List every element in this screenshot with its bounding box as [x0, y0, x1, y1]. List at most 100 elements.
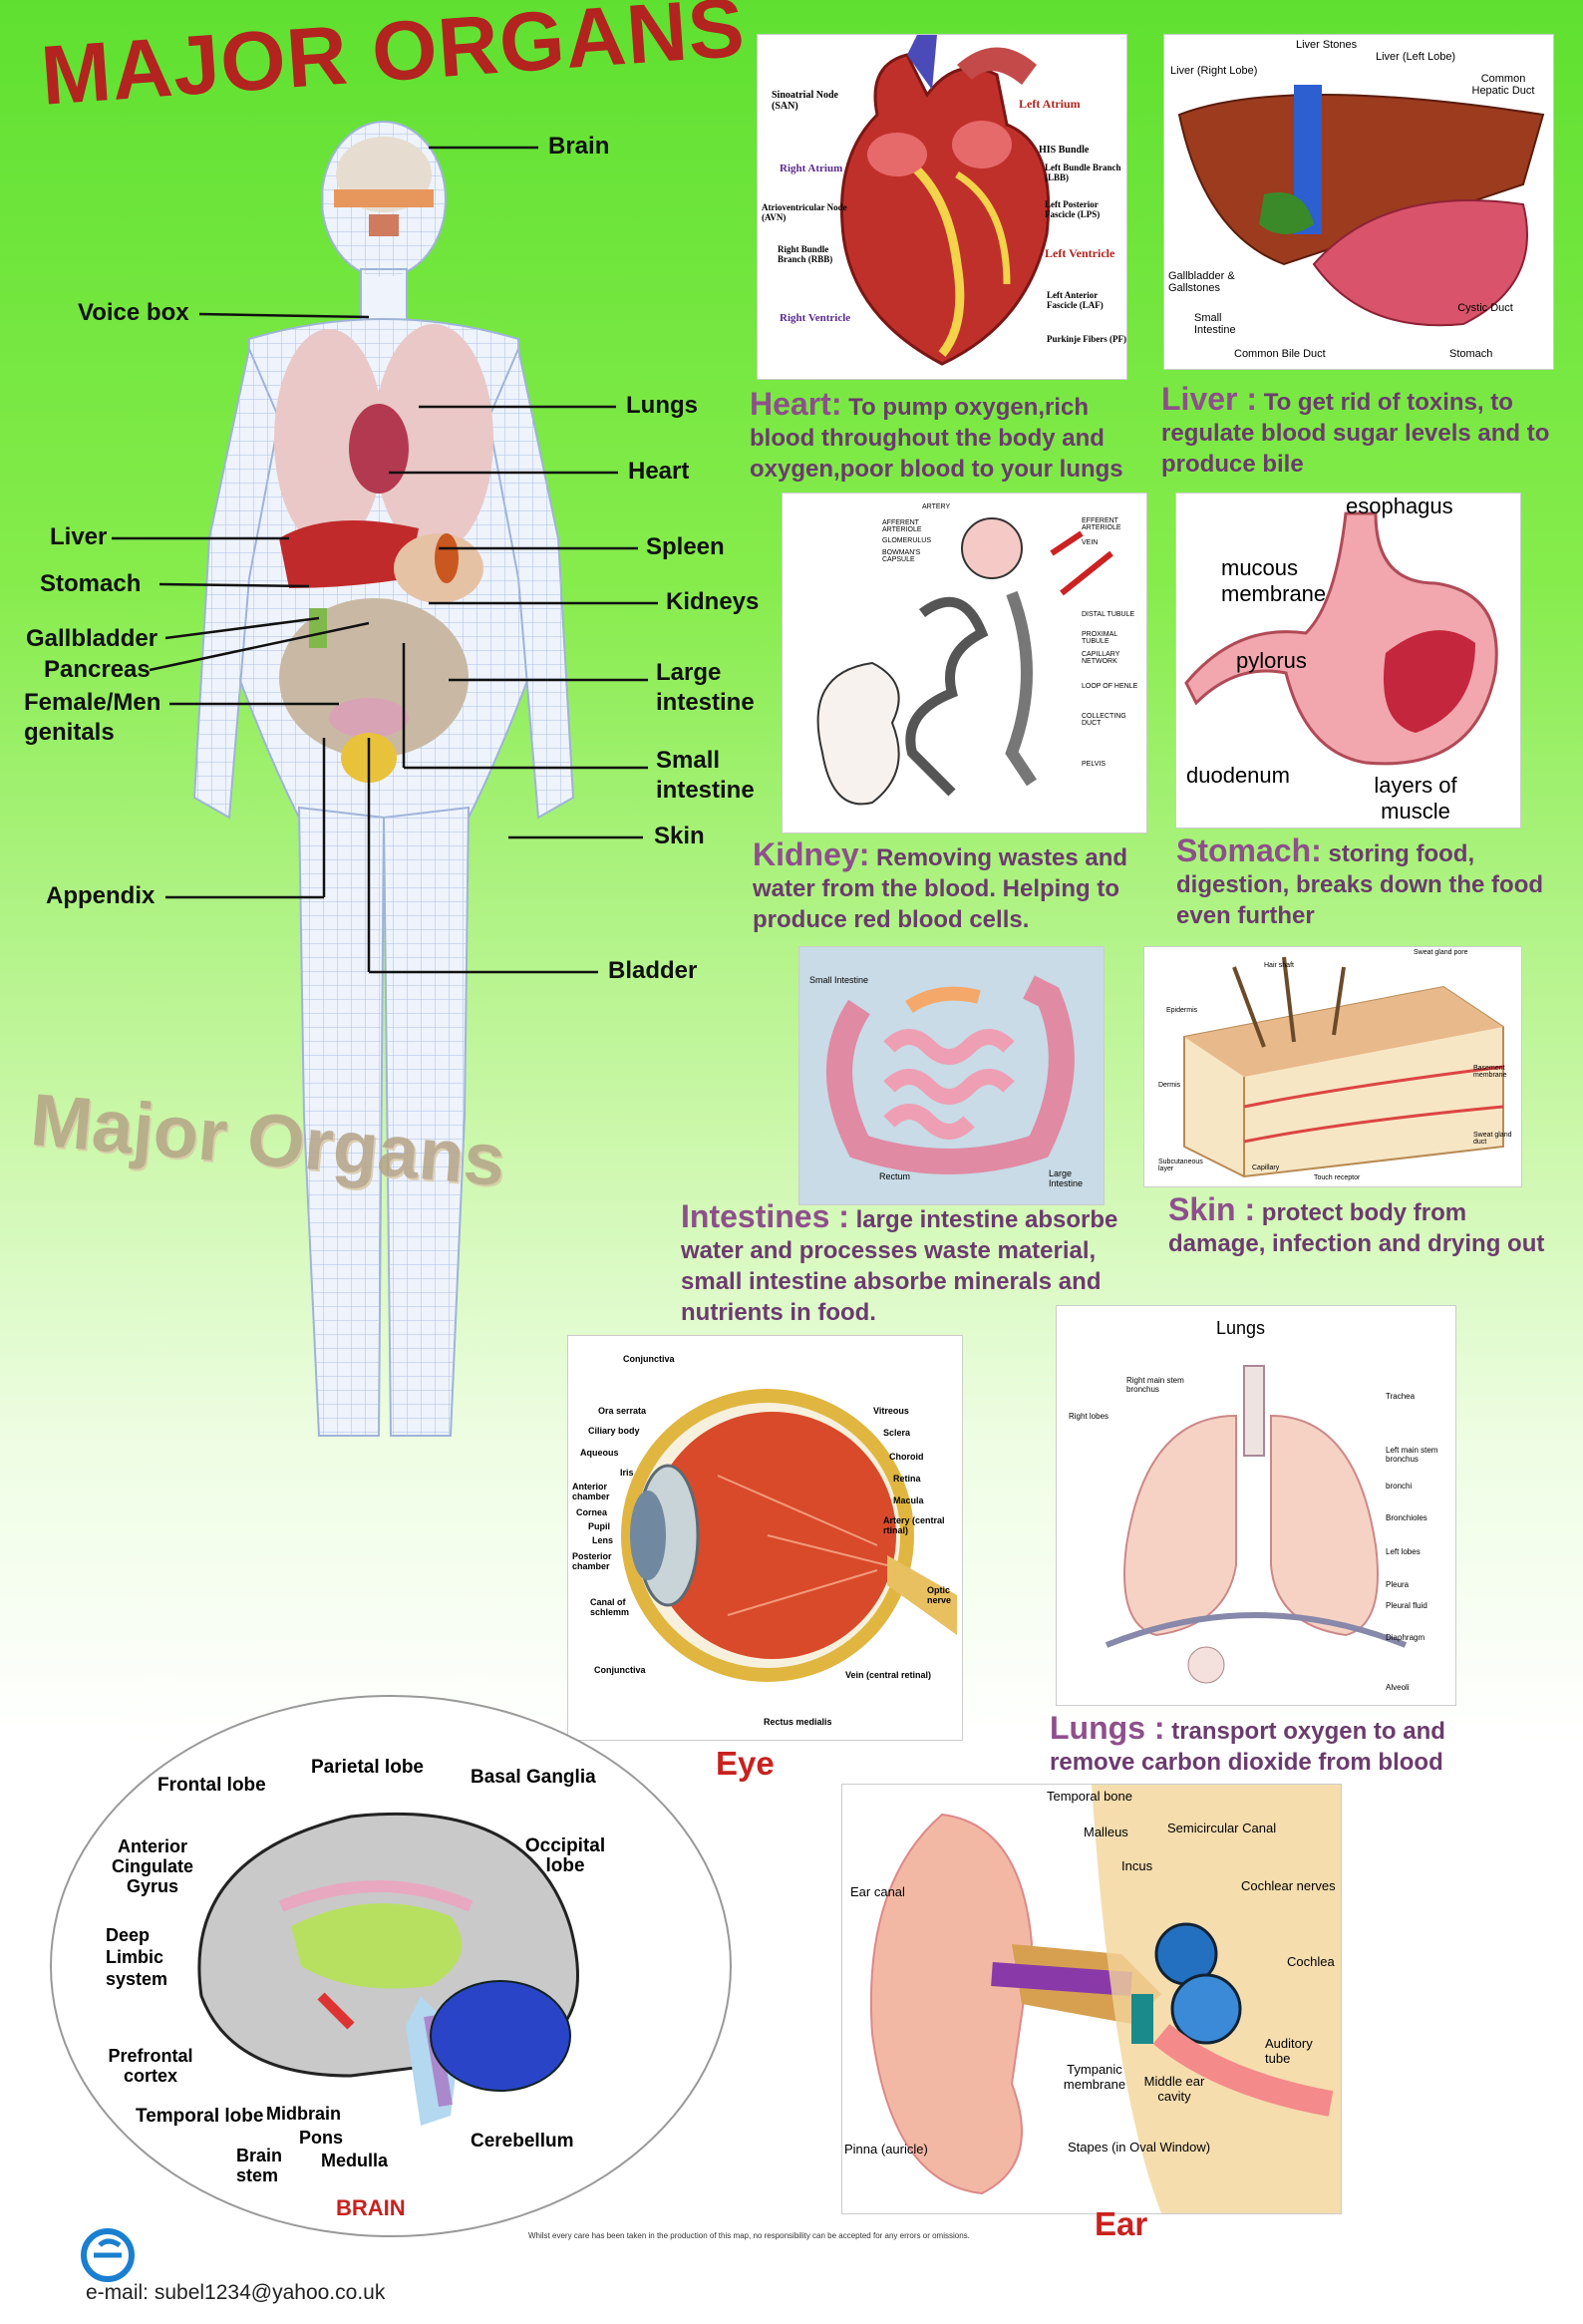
lungs-label-5: Bronchioles: [1386, 1513, 1427, 1522]
stomach-label-0: esophagus: [1346, 494, 1453, 518]
lungs-label-9: Diaphragm: [1386, 1633, 1425, 1642]
skin-illustration: [1183, 956, 1504, 1178]
lungs-title: Lungs: [1216, 1318, 1266, 1338]
brain-label-5: Deep Limbic system: [106, 1925, 168, 1989]
eye-diagram-panel: Conjunctiva Ora serrata Ciliary body Aqu…: [568, 1336, 962, 1740]
ear-label-0: Temporal bone: [1047, 1789, 1132, 1804]
skin-head: Skin :: [1168, 1191, 1256, 1227]
eye-label-19: Vein (central retinal): [845, 1670, 932, 1680]
liver-label-6: Cystic Duct: [1457, 302, 1513, 314]
kidney-label-4: EFFERENT ARTERIOLE: [1082, 517, 1121, 531]
label-brain: Brain: [548, 133, 610, 160]
lungs-label-2: Trachea: [1386, 1392, 1416, 1401]
eye-label-4: Iris: [620, 1468, 634, 1478]
eye-label-20: Rectus medialis: [764, 1717, 832, 1727]
intestines-text: large intestine absorbe water and proces…: [681, 1206, 1118, 1326]
liver-label-1: Liver (Right Lobe): [1170, 65, 1258, 77]
intestines-label-2: Large Intestine: [1049, 1168, 1084, 1188]
skin-label-0: Hair shaft: [1264, 962, 1294, 969]
eye-label-3: Aqueous: [580, 1448, 619, 1458]
brain-label-4: Occipital lobe: [524, 1835, 606, 1876]
lungs-text: transport oxygen to and remove carbon di…: [1050, 1718, 1445, 1776]
publisher-logo-icon: [81, 2228, 135, 2282]
stomach-diagram-panel: esophagus mucous membrane pylorus duoden…: [1176, 494, 1520, 828]
label-kidneys: Kidneys: [666, 588, 760, 615]
lungs-label-8: Pleural fluid: [1386, 1601, 1427, 1610]
kidney-label-10: COLLECTING DUCT: [1082, 713, 1126, 727]
stomach-description: Stomach: storing food, digestion, breaks…: [1176, 832, 1545, 931]
brain-caption: BRAIN: [336, 2195, 406, 2220]
stomach-label-1: mucous membrane: [1221, 555, 1327, 606]
heart-diagram-panel: Sinoatrial Node (SAN) Left Atrium Right …: [758, 35, 1126, 379]
stomach-text: storing food, digestion, breaks down the…: [1176, 840, 1544, 929]
lungs-label-0: Right main stem bronchus: [1126, 1376, 1184, 1394]
liver-label-3: Common Hepatic Duct: [1471, 73, 1535, 97]
skin-label-3: Dermis: [1158, 1082, 1181, 1089]
stomach-label-3: duodenum: [1186, 763, 1290, 788]
stomach-head: Stomach:: [1176, 832, 1322, 868]
skin-label-1: Sweat gland pore: [1414, 949, 1468, 956]
skin-label-4: Basement membrane: [1473, 1065, 1507, 1079]
liver-label-7: Common Bile Duct: [1234, 348, 1326, 360]
stomach-label-4: layers of muscle: [1374, 773, 1457, 824]
label-small-intestine: Small intestine: [656, 747, 755, 804]
brain-label-7: Temporal lobe: [136, 2106, 264, 2127]
lungs-label-6: Left lobes: [1386, 1547, 1421, 1556]
lung-organ: [274, 329, 384, 548]
kidney-text: Removing wastes and water from the blood…: [753, 844, 1128, 933]
label-genitals: Female/Men genitals: [24, 689, 161, 746]
kidney-label-0: ARTERY: [922, 503, 951, 510]
brain-label-8: Midbrain: [266, 2104, 341, 2124]
liver-illustration: [1177, 85, 1545, 327]
kidney-description: Kidney: Removing wastes and water from t…: [753, 838, 1161, 935]
eye-label-14: Choroid: [889, 1452, 924, 1462]
ear-illustration: [869, 1785, 1341, 2213]
body-leader-lines: [112, 146, 658, 974]
intestines-description: Intestines : large intestine absorbe wat…: [681, 1198, 1159, 1328]
eye-caption: Eye: [716, 1745, 775, 1782]
heart-label-11: Purkinje Fibers (PF): [1047, 334, 1126, 344]
kidney-diagram-panel: ARTERY AFFERENT ARTERIOLE GLOMERULUS BOW…: [783, 494, 1146, 832]
liver-label-5: Small Intestine: [1194, 312, 1236, 336]
kidney-label-3: BOWMAN'S CAPSULE: [882, 549, 921, 563]
liver-label-0: Liver Stones: [1296, 39, 1358, 51]
skin-label-8: Touch receptor: [1314, 1174, 1361, 1181]
brain-label-3: Anterior Cingulate Gyrus: [111, 1836, 193, 1896]
label-liver: Liver: [50, 523, 108, 550]
heart-label-4: Left Bundle Branch (LBB): [1045, 163, 1121, 182]
liver-label-2: Liver (Left Lobe): [1376, 51, 1456, 63]
liver-label-4: Gallbladder & Gallstones: [1168, 270, 1235, 294]
ear-label-5: Cochlear nerves: [1241, 1878, 1336, 1893]
heart-label-8: Left Ventricle: [1045, 246, 1115, 260]
intestines-label-1: Rectum: [879, 1171, 911, 1181]
label-spleen: Spleen: [646, 533, 725, 560]
intestines-head: Intestines :: [681, 1198, 849, 1234]
brain-label-10: Brain stem: [236, 2146, 283, 2185]
ear-label-10: Pinna (auricle): [844, 2142, 928, 2157]
eye-label-12: Vitreous: [873, 1406, 909, 1416]
label-voice-box: Voice box: [78, 299, 189, 326]
eye-label-13: Sclera: [883, 1428, 911, 1438]
ear-label-6: Cochlea: [1287, 1954, 1335, 1969]
human-body-figure: [192, 121, 575, 1437]
ear-label-9: Middle ear cavity: [1143, 2074, 1205, 2104]
lungs-label-1: Right lobes: [1069, 1412, 1109, 1421]
heart-label-2: Right Atrium: [780, 163, 843, 174]
eye-label-10: Canal of schlemm: [590, 1597, 630, 1617]
skin-label-7: Capillary: [1252, 1164, 1280, 1171]
ear-label-8: Tympanic membrane: [1063, 2062, 1126, 2092]
ear-label-2: Semicircular Canal: [1167, 1821, 1277, 1835]
kidney-label-11: PELVIS: [1082, 761, 1106, 768]
lungs-head: Lungs :: [1050, 1710, 1165, 1746]
ear-caption: Ear: [1095, 2205, 1148, 2242]
skin-label-2: Epidermis: [1166, 1007, 1198, 1014]
intestines-illustration: [826, 975, 1075, 1174]
heart-text: To pump oxygen,rich blood throughout the…: [750, 394, 1123, 483]
eye-label-8: Lens: [592, 1535, 614, 1545]
label-bladder: Bladder: [608, 957, 698, 984]
lungs-description: Lungs : transport oxygen to and remove c…: [1050, 1710, 1488, 1778]
liver-label-8: Stomach: [1449, 348, 1493, 360]
eye-label-7: Pupil: [588, 1521, 610, 1531]
heart-description: Heart: To pump oxygen,rich blood through…: [750, 388, 1148, 485]
eye-label-15: Retina: [893, 1474, 921, 1484]
